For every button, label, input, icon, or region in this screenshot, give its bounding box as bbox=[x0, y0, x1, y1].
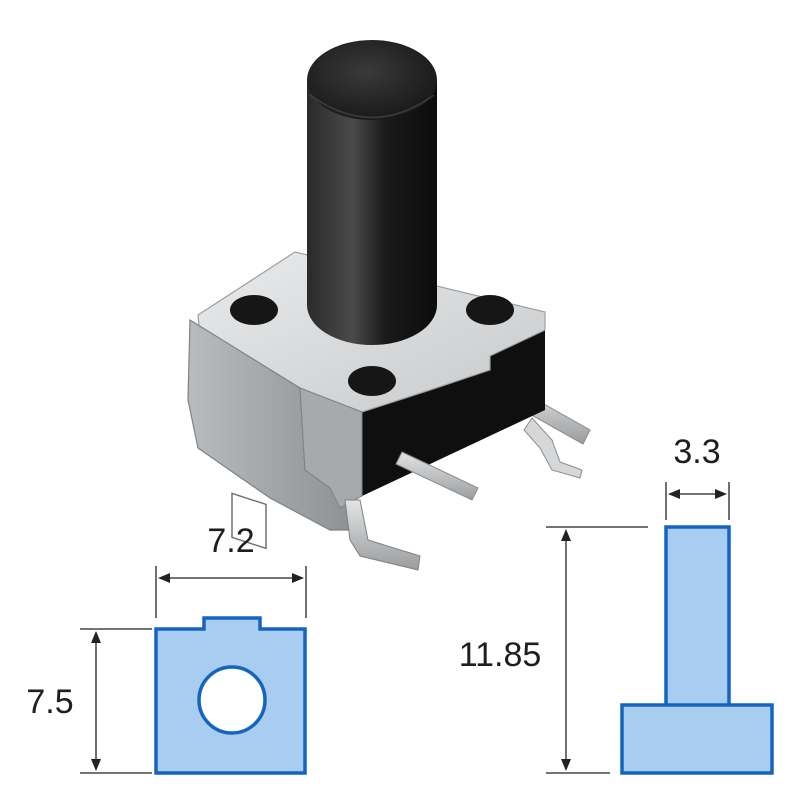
side-view-base bbox=[620, 703, 774, 775]
front-width-label: 7.2 bbox=[207, 522, 254, 560]
width-dimension: 7.2 bbox=[155, 522, 307, 618]
switch-lead-front bbox=[395, 451, 479, 501]
top-dot-front bbox=[348, 366, 396, 396]
switch-top-dots bbox=[230, 295, 514, 396]
side-view-plunger bbox=[664, 525, 731, 709]
total-height-dimension: 11.85 bbox=[459, 526, 648, 774]
frame-notch bbox=[231, 492, 267, 550]
height-dimension: 7.5 bbox=[26, 628, 152, 774]
top-dot-right bbox=[466, 295, 514, 325]
top-dot-left bbox=[230, 295, 278, 325]
front-view-hole bbox=[197, 665, 267, 735]
switch-3d-illustration bbox=[187, 40, 591, 571]
switch-metal-frame bbox=[187, 318, 421, 571]
front-height-label: 7.5 bbox=[26, 683, 73, 721]
front-view: 7.2 7.5 bbox=[26, 522, 307, 775]
plunger-cap bbox=[307, 40, 437, 120]
switch-plunger bbox=[307, 40, 437, 345]
side-height-label: 11.85 bbox=[459, 636, 542, 674]
plunger-width-dimension: 3.3 bbox=[665, 433, 730, 520]
side-width-label: 3.3 bbox=[673, 433, 720, 471]
side-view: 3.3 11.85 bbox=[459, 433, 774, 775]
